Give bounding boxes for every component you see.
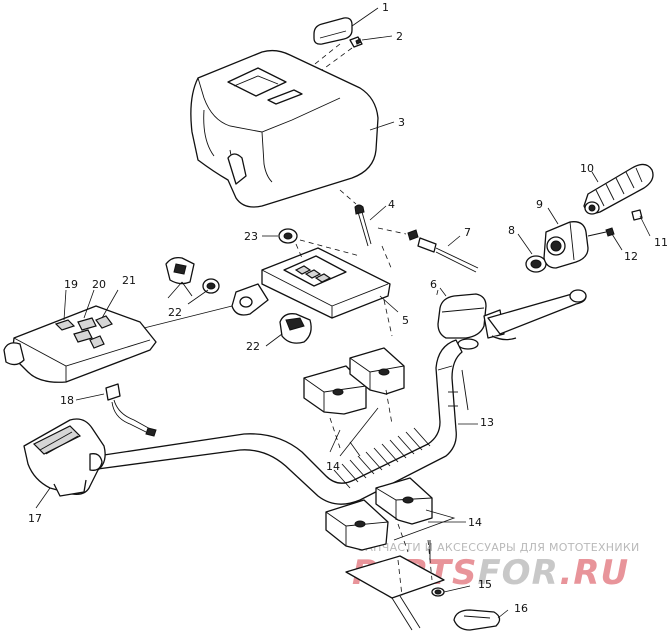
callout-11: 11 xyxy=(654,236,667,249)
callout-7: 7 xyxy=(464,226,471,239)
callout-21: 21 xyxy=(122,274,136,287)
part-12-screw xyxy=(587,227,615,237)
callout-4: 4 xyxy=(388,198,395,211)
callout-13: 13 xyxy=(480,416,494,429)
part-22-clip-lower xyxy=(279,313,312,344)
watermark-logo-part2: FOR xyxy=(477,553,559,593)
leader-lines xyxy=(35,7,651,619)
callout-23: 23 xyxy=(244,230,258,243)
callout-22-lower: 22 xyxy=(246,340,260,353)
part-15-nut xyxy=(431,587,445,597)
callout-3: 3 xyxy=(398,116,405,129)
callout-14-upper: 14 xyxy=(326,460,340,473)
callout-15: 15 xyxy=(478,578,492,591)
callout-22-upper: 22 xyxy=(168,306,182,319)
callout-9: 9 xyxy=(536,198,543,211)
part-18-wire xyxy=(105,383,157,437)
part-9-throttle-housing xyxy=(543,221,589,269)
part-1-cap xyxy=(313,17,353,45)
part-11-screw xyxy=(631,209,643,221)
callout-12: 12 xyxy=(624,250,638,263)
part-22-clip-upper xyxy=(165,256,220,297)
part-14-clamp-lower xyxy=(325,477,433,551)
part-23-grommet xyxy=(278,228,298,244)
watermark-logo-part3: .RU xyxy=(559,553,629,593)
callout-18: 18 xyxy=(60,394,74,407)
part-13-handlebar xyxy=(83,339,469,505)
part-19-switch xyxy=(54,319,76,331)
part-21-switch-housing xyxy=(3,305,157,383)
part-17-switch-block xyxy=(23,418,106,497)
part-4-pin xyxy=(339,189,372,247)
callout-6: 6 xyxy=(430,278,437,291)
part-16-clamp xyxy=(453,609,501,631)
callout-5: 5 xyxy=(402,314,409,327)
callout-labels: 1 2 3 4 5 6 7 8 9 10 11 12 13 14 14 15 1… xyxy=(28,1,667,615)
callout-2: 2 xyxy=(396,30,403,43)
part-8-ring xyxy=(525,255,547,273)
callout-10: 10 xyxy=(580,162,594,175)
part-7-cable xyxy=(377,227,479,273)
part-5-bracket xyxy=(231,239,391,319)
callout-19: 19 xyxy=(64,278,78,291)
part-3-top-cover xyxy=(190,49,379,208)
lower-plate xyxy=(345,539,445,631)
callout-14-lower: 14 xyxy=(468,516,482,529)
part-20-switch xyxy=(73,317,97,343)
callout-8: 8 xyxy=(508,224,515,237)
part-14-clamp-upper xyxy=(303,347,405,415)
callout-17: 17 xyxy=(28,512,42,525)
callout-16: 16 xyxy=(514,602,528,615)
callout-20: 20 xyxy=(92,278,106,291)
part-10-grip xyxy=(583,163,654,215)
callout-1: 1 xyxy=(382,1,389,14)
assembly-lines xyxy=(329,245,439,553)
brake-lever xyxy=(487,289,587,341)
